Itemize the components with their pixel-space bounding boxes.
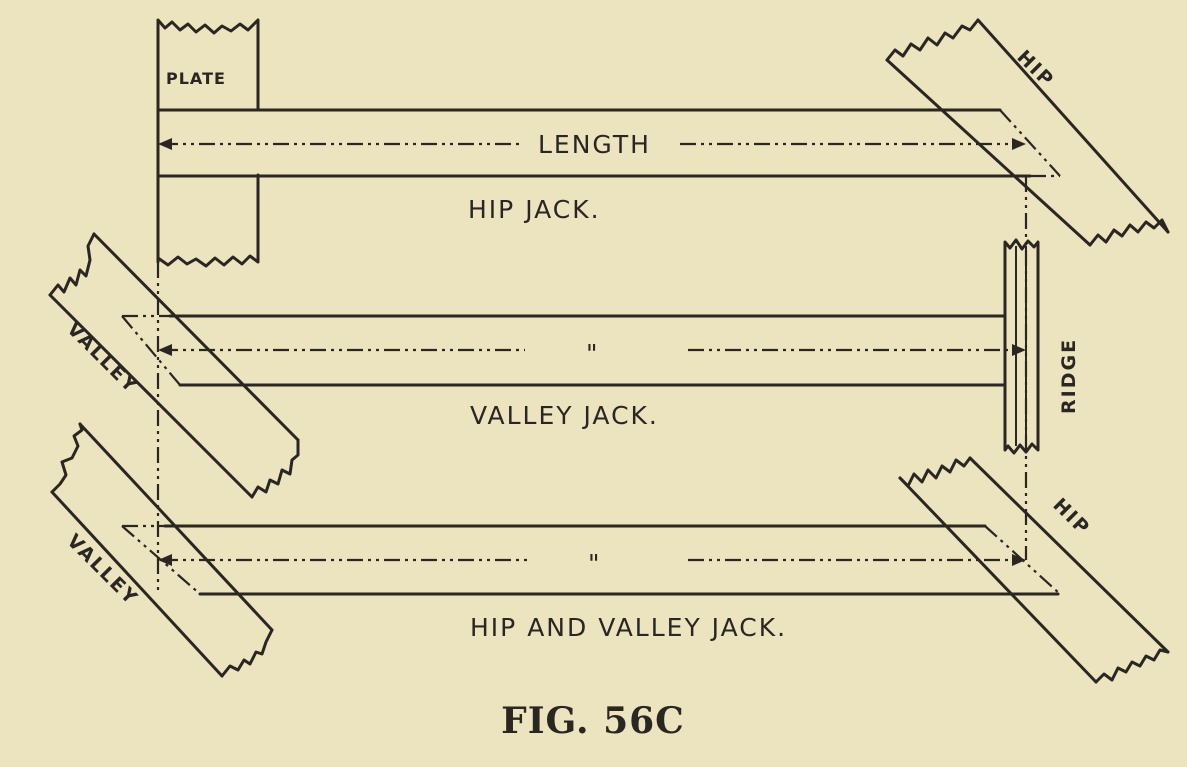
ridge-member: RIDGE — [1003, 238, 1080, 455]
hip-jack-label: HIP JACK. — [468, 195, 601, 224]
hip-and-valley-jack-label: HIP AND VALLEY JACK. — [470, 613, 787, 642]
hip-member-top: HIP — [885, 18, 1170, 247]
valley-jack: " VALLEY JACK. — [121, 314, 1026, 430]
hip-and-valley-jack: " HIP AND VALLEY JACK. — [121, 524, 1061, 642]
valley-member-upper: VALLEY — [48, 232, 300, 499]
hip-member-bottom: HIP — [898, 456, 1170, 684]
valley-member-lower: VALLEY — [50, 422, 274, 678]
valley-label-lower: VALLEY — [62, 530, 142, 610]
valley-label-upper: VALLEY — [62, 318, 142, 398]
figure-caption: FIG. 56C — [501, 700, 685, 742]
length-label: LENGTH — [538, 130, 651, 159]
hip-label-bottom: HIP — [1048, 494, 1094, 540]
plate-label: PLATE — [166, 69, 226, 88]
ditto-mark-row2: " — [586, 339, 600, 368]
ditto-mark-row3: " — [588, 549, 602, 578]
hip-jack: LENGTH HIP JACK. — [156, 108, 1061, 224]
valley-jack-label: VALLEY JACK. — [470, 401, 659, 430]
ridge-label: RIDGE — [1058, 338, 1080, 414]
